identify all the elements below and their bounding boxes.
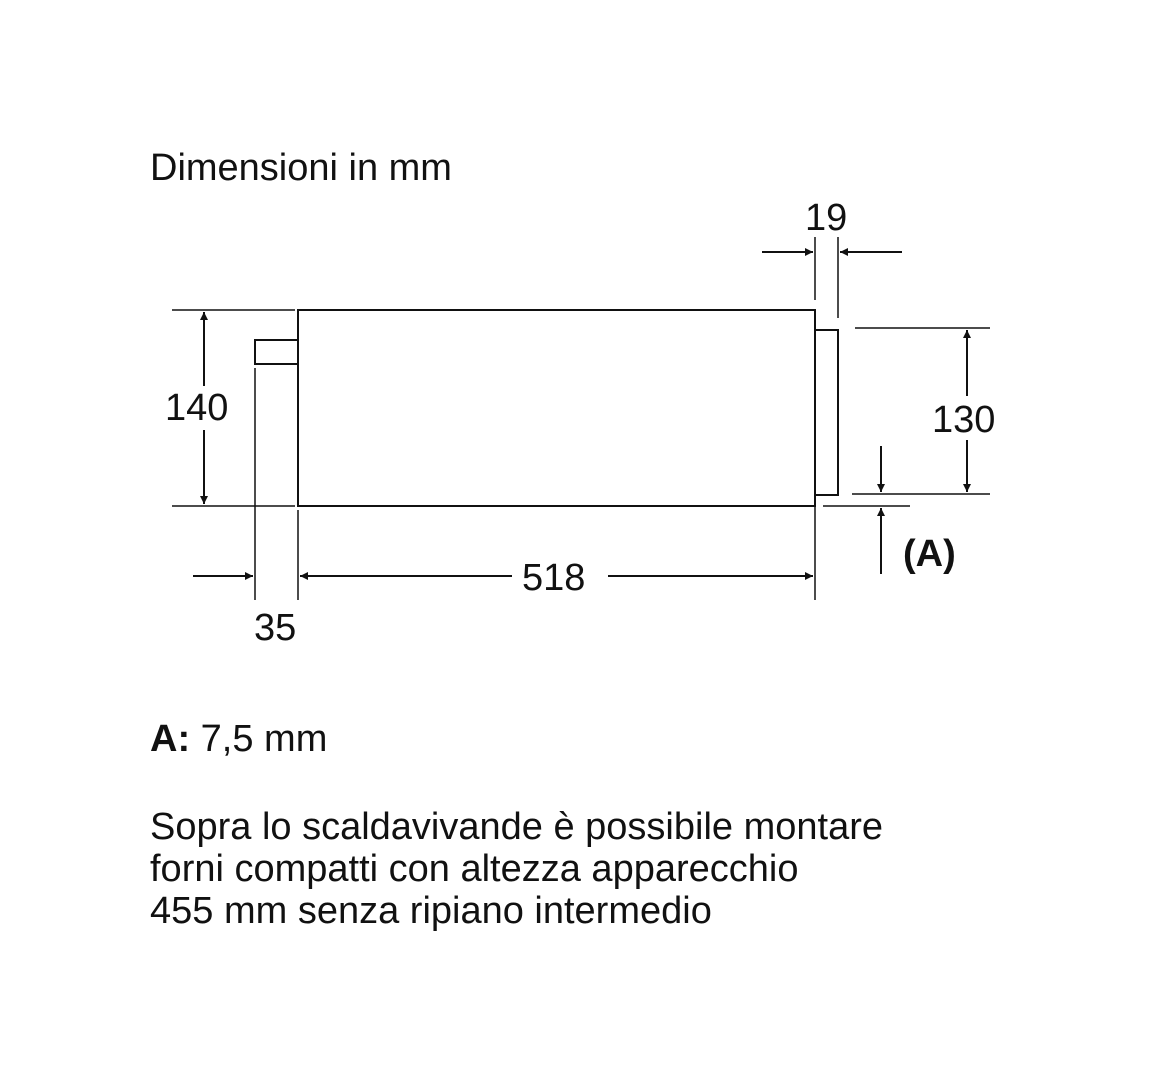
installation-description: Sopra lo scaldavivande è possibile monta… bbox=[150, 806, 883, 932]
dimension-rear-offset bbox=[193, 368, 256, 600]
dimension-front-thickness bbox=[762, 237, 902, 318]
dimension-gap bbox=[823, 446, 910, 574]
description-line-3: 455 mm senza ripiano intermedio bbox=[150, 890, 712, 932]
gap-note: A: 7,5 mm bbox=[150, 718, 327, 760]
dimension-height-front bbox=[852, 327, 990, 495]
rear-connector bbox=[254, 339, 299, 365]
label-height-total: 140 bbox=[165, 387, 228, 429]
description-line-1: Sopra lo scaldavivande è possibile monta… bbox=[150, 806, 883, 848]
diagram-title: Dimensioni in mm bbox=[150, 147, 452, 189]
label-gap-marker: (A) bbox=[903, 533, 956, 575]
front-panel bbox=[814, 329, 839, 496]
appliance-body bbox=[297, 309, 816, 507]
label-front-thickness: 19 bbox=[805, 197, 847, 239]
label-rear-offset: 35 bbox=[254, 607, 296, 649]
gap-note-key: A: bbox=[150, 718, 191, 760]
label-depth: 518 bbox=[522, 557, 585, 599]
description-line-2: forni compatti con altezza apparecchio bbox=[150, 848, 799, 890]
gap-note-value: 7,5 mm bbox=[200, 718, 328, 760]
dimension-height-total bbox=[172, 309, 295, 507]
dimension-depth bbox=[297, 500, 816, 600]
label-height-front: 130 bbox=[932, 399, 995, 441]
